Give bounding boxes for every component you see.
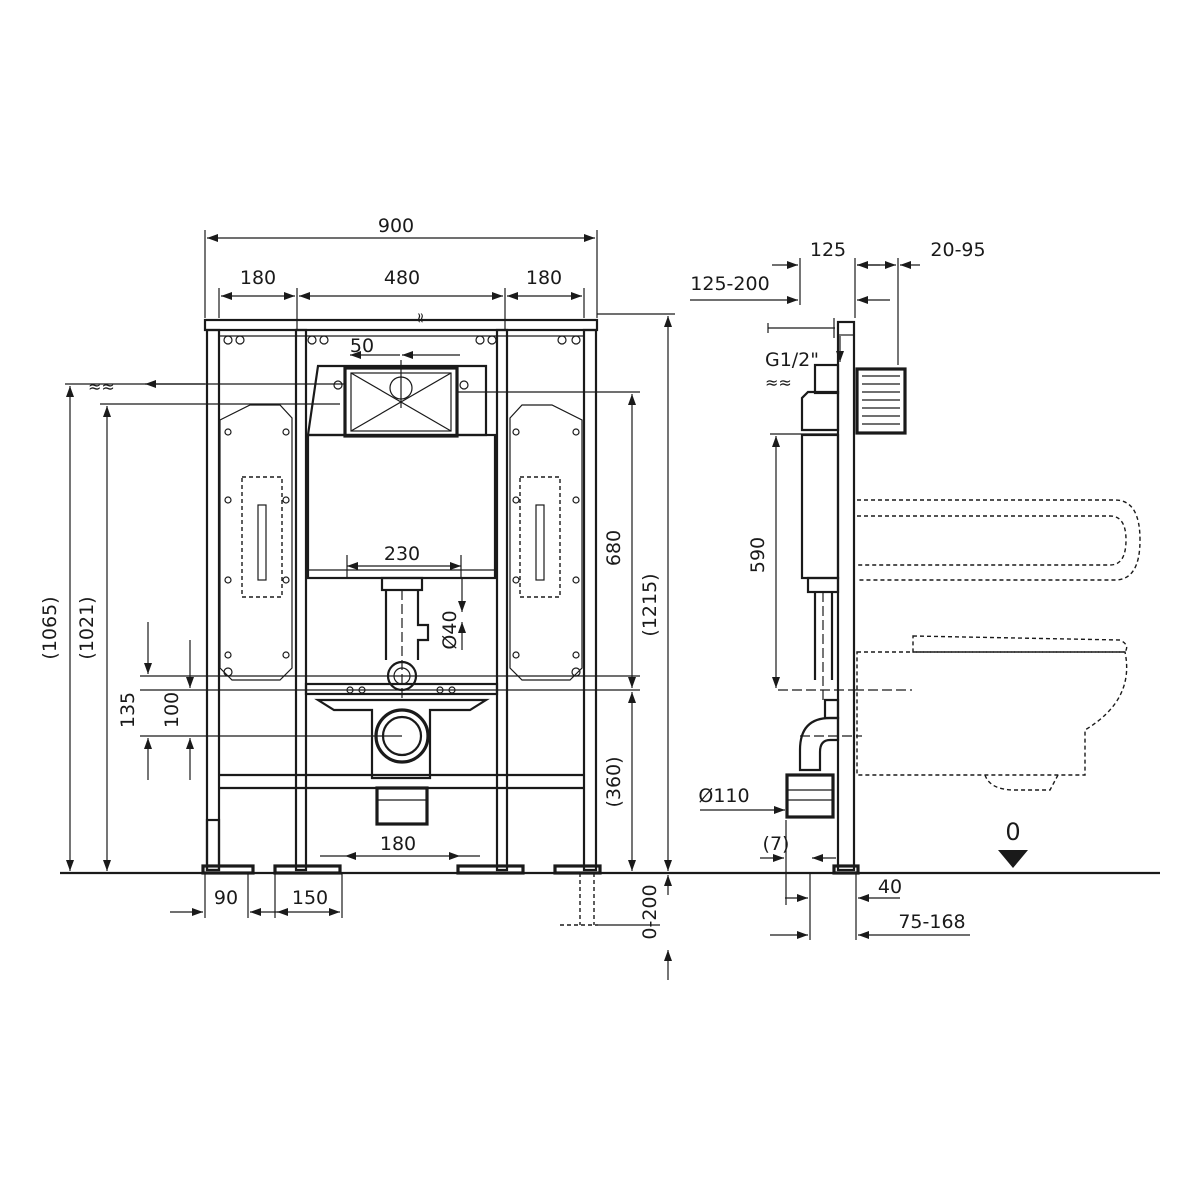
cistern <box>306 360 497 580</box>
dim-d40: Ø40 <box>439 610 461 649</box>
dim-680: 680 <box>603 530 625 566</box>
svg-text:≈≈: ≈≈ <box>88 377 115 396</box>
floor-zero-label: 0 <box>1005 818 1020 846</box>
dim-180-bottom: 180 <box>380 833 416 855</box>
dim-150: 150 <box>292 887 328 909</box>
frame-screws <box>223 335 581 345</box>
dim-1215: (1215) <box>639 573 661 636</box>
dim-125: 125 <box>810 239 846 261</box>
thread-g12: G1/2" <box>765 349 819 371</box>
dim-900: 900 <box>378 215 414 237</box>
flush-pipe <box>380 576 430 700</box>
dim-1065: (1065) <box>39 596 61 659</box>
side-view: ≈≈ 125 20-95 125-200 G1/2" 590 Ø110 (7) <box>690 239 1141 940</box>
svg-text:≈≈: ≈≈ <box>765 373 792 392</box>
dim-480: 480 <box>384 267 420 289</box>
svg-text:≈: ≈ <box>412 312 428 324</box>
dim-180-left: 180 <box>240 267 276 289</box>
dim-75-168: 75-168 <box>898 911 965 933</box>
dim-40: 40 <box>878 876 902 898</box>
floor-level-marker-icon <box>998 850 1028 868</box>
dim-230: 230 <box>384 543 420 565</box>
dim-100: 100 <box>161 692 183 728</box>
dim-0-200: 0-200 <box>639 884 661 939</box>
front-view: ≈≈ ≈ 900 180 480 180 50 230 Ø40 <box>39 215 675 980</box>
dim-20-95: 20-95 <box>930 239 985 261</box>
dim-590: 590 <box>747 537 769 573</box>
dim-135: 135 <box>117 692 139 728</box>
dim-50: 50 <box>350 335 374 357</box>
dim-d110: Ø110 <box>698 785 749 807</box>
dim-1021: (1021) <box>76 596 98 659</box>
dim-180-right: 180 <box>526 267 562 289</box>
dim-125-200: 125-200 <box>690 273 769 295</box>
dim-360: (360) <box>603 756 625 807</box>
waste-connection <box>314 698 490 826</box>
dim-90: 90 <box>214 887 238 909</box>
dim-7: (7) <box>763 833 790 855</box>
